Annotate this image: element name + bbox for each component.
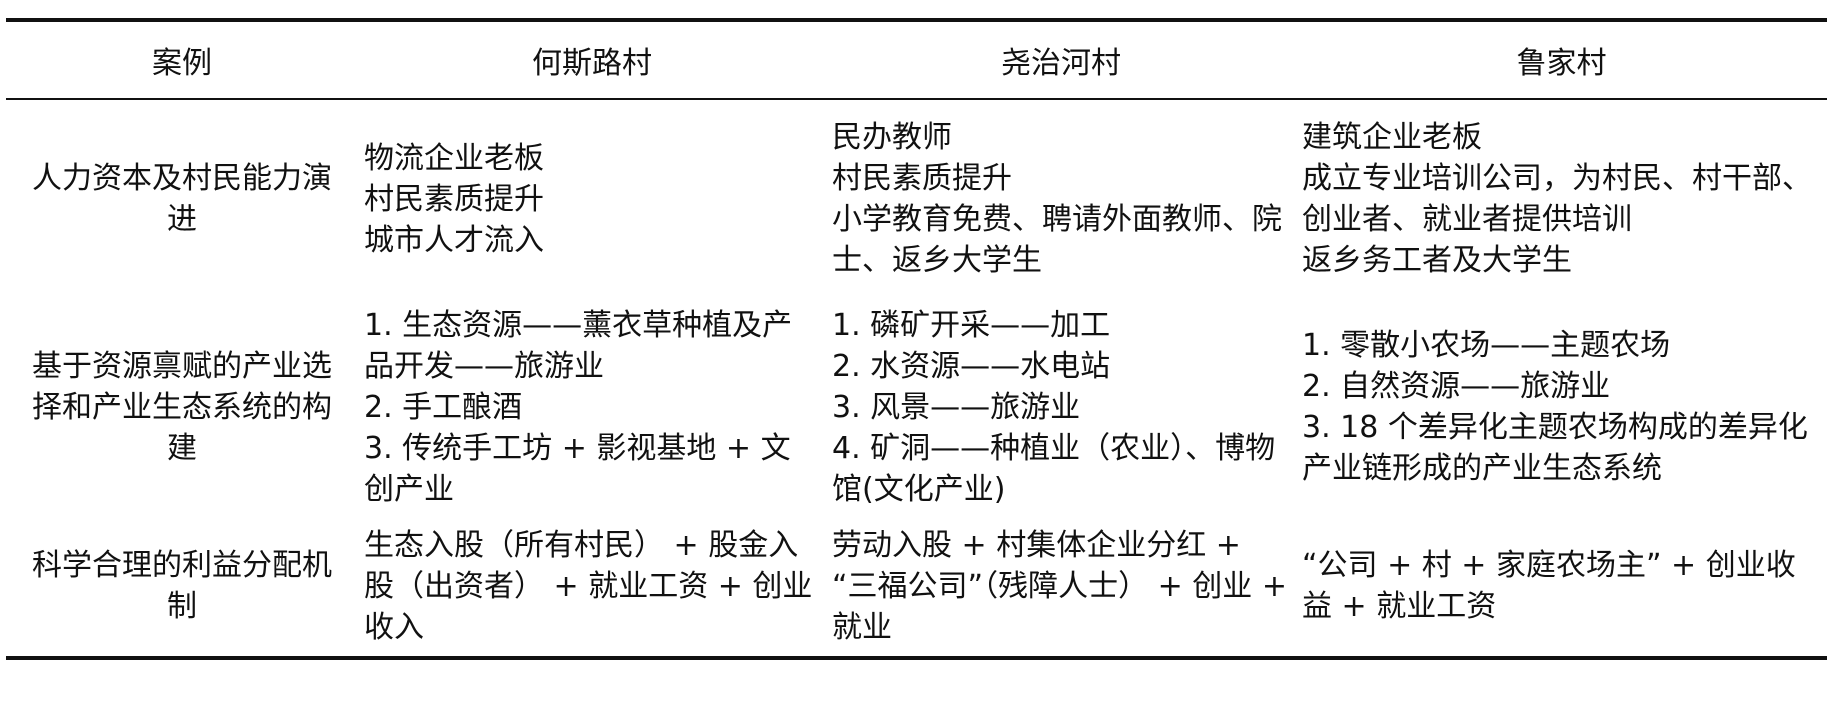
cell-line: 3. 18 个差异化主题农场构成的差异化产业链形成的产业生态系统: [1302, 410, 1808, 486]
cell-line: 成立专业培训公司，为村民、村干部、创业者、就业者提供培训: [1302, 161, 1812, 237]
cell-line: 劳动入股 + 村集体企业分红 + “三福公司”（残障人士） + 创业 + 就业: [832, 527, 1287, 645]
cell-line: 1. 零散小农场——主题农场: [1302, 328, 1671, 363]
cell-line: 2. 水资源——水电站: [832, 348, 1111, 384]
table-row: 基于资源禀赋的产业选择和产业生态系统的构建 1. 生态资源——薰衣草种植及产品开…: [6, 298, 1827, 516]
table-cell: 劳动入股 + 村集体企业分红 + “三福公司”（残障人士） + 创业 + 就业: [826, 516, 1296, 660]
cell-line: 民办教师: [832, 120, 952, 155]
table-row: 科学合理的利益分配机制 生态入股（所有村民） + 股金入股（出资者） + 就业工…: [6, 516, 1827, 660]
table-cell: 生态入股（所有村民） + 股金入股（出资者） + 就业工资 + 创业收入: [358, 516, 826, 660]
row-label: 人力资本及村民能力演进: [6, 99, 358, 298]
row-label: 科学合理的利益分配机制: [6, 516, 358, 660]
table-cell: 1. 生态资源——薰衣草种植及产品开发——旅游业 2. 手工酿酒 3. 传统手工…: [358, 298, 826, 516]
cell-line: 建筑企业老板: [1302, 120, 1482, 155]
comparison-table-container: 案例 何斯路村 尧治河村 鲁家村 人力资本及村民能力演进 物流企业老板 村民素质…: [6, 18, 1827, 660]
cell-line: 4. 矿洞——种植业（农业）、博物馆(文化产业): [832, 430, 1276, 507]
cell-line: 1. 生态资源——薰衣草种植及产品开发——旅游业: [364, 307, 793, 384]
cell-line: “公司 + 村 + 家庭农场主” + 创业收益 + 就业工资: [1302, 548, 1796, 624]
table-cell: “公司 + 村 + 家庭农场主” + 创业收益 + 就业工资: [1296, 516, 1827, 660]
header-hesilu-village: 何斯路村: [358, 18, 826, 100]
row-label-text: 科学合理的利益分配机制: [32, 548, 332, 624]
header-case: 案例: [6, 18, 358, 100]
cell-line: 生态入股（所有村民） + 股金入股（出资者） + 就业工资 + 创业收入: [364, 527, 813, 645]
cell-line: 城市人才流入: [364, 222, 544, 258]
cell-line: 3. 风景——旅游业: [832, 389, 1081, 425]
table-cell: 民办教师 村民素质提升 小学教育免费、聘请外面教师、院士、返乡大学生: [826, 99, 1296, 298]
cell-line: 2. 自然资源——旅游业: [1302, 369, 1611, 404]
table-cell: 建筑企业老板 成立专业培训公司，为村民、村干部、创业者、就业者提供培训 返乡务工…: [1296, 99, 1827, 298]
header-yaozhihe-village: 尧治河村: [826, 18, 1296, 100]
header-lujia-village: 鲁家村: [1296, 18, 1827, 100]
cell-line: 3. 传统手工坊 + 影视基地 + 文创产业: [364, 430, 791, 507]
table-cell: 1. 磷矿开采——加工 2. 水资源——水电站 3. 风景——旅游业 4. 矿洞…: [826, 298, 1296, 516]
cell-line: 物流企业老板: [364, 140, 544, 176]
cell-line: 返乡务工者及大学生: [1302, 243, 1572, 278]
row-label-text: 人力资本及村民能力演进: [32, 161, 332, 237]
cell-line: 2. 手工酿酒: [364, 389, 523, 425]
row-label: 基于资源禀赋的产业选择和产业生态系统的构建: [6, 298, 358, 516]
cell-line: 村民素质提升: [832, 161, 1012, 196]
cell-line: 村民素质提升: [364, 181, 544, 217]
table-cell: 物流企业老板 村民素质提升 城市人才流入: [358, 99, 826, 298]
table-cell: 1. 零散小农场——主题农场 2. 自然资源——旅游业 3. 18 个差异化主题…: [1296, 298, 1827, 516]
cell-line: 1. 磷矿开采——加工: [832, 307, 1111, 343]
table-row: 人力资本及村民能力演进 物流企业老板 村民素质提升 城市人才流入 民办教师 村民…: [6, 99, 1827, 298]
row-label-text: 基于资源禀赋的产业选择和产业生态系统的构建: [32, 348, 332, 466]
comparison-table: 案例 何斯路村 尧治河村 鲁家村 人力资本及村民能力演进 物流企业老板 村民素质…: [6, 18, 1827, 660]
table-header-row: 案例 何斯路村 尧治河村 鲁家村: [6, 18, 1827, 100]
cell-line: 小学教育免费、聘请外面教师、院士、返乡大学生: [832, 202, 1282, 278]
